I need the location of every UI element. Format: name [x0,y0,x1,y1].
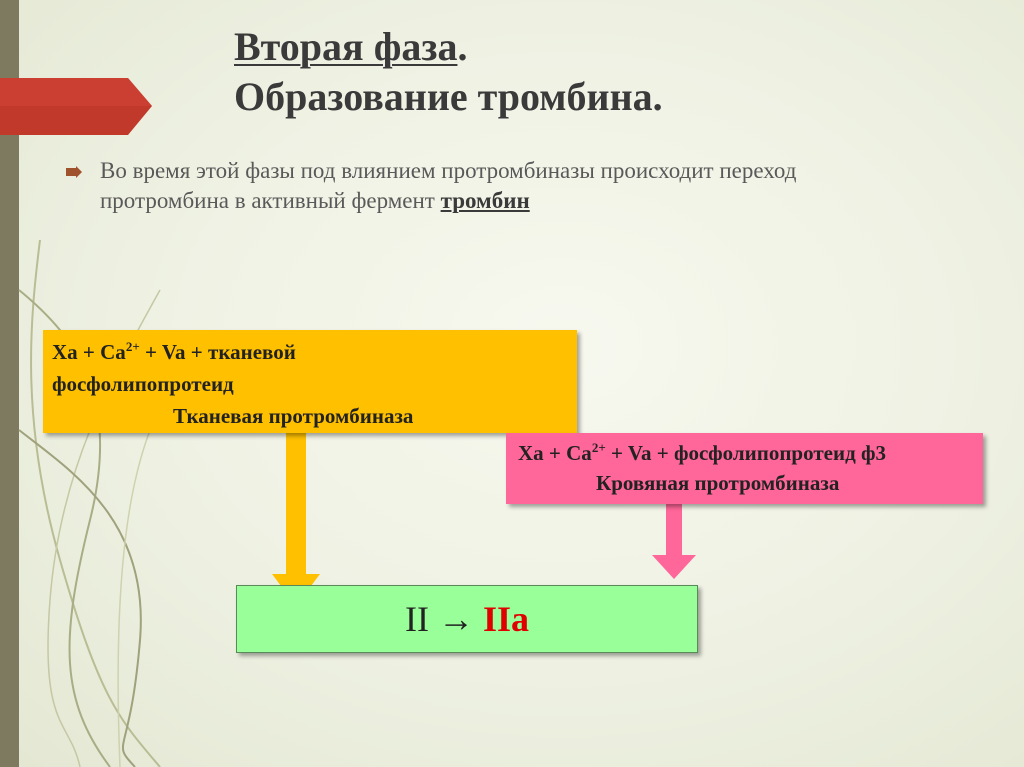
blood-prothrombinase-label: Кровяная протромбиназа [596,471,839,496]
blood-formula-prefix: Xa + Ca [518,441,592,465]
tissue-prothrombinase-label: Тканевая протромбиназа [173,404,413,429]
tissue-formula-prefix: Xa + Ca [52,340,126,364]
down-arrow-yellow [272,432,320,606]
title-line-2: Образование тромбина. [234,72,663,122]
tissue-formula-sup: 2+ [126,339,140,354]
title-ribbon-shape [0,78,160,135]
bullet-emphasis: тромбин [441,188,530,213]
tissue-formula-line2: фосфолипопротеид [52,372,234,397]
blood-formula-suffix: + Va + фосфолипопротеид ф3 [606,441,886,465]
tissue-prothrombinase-box: Xa + Ca2+ + Va + тканевой фосфолипопроте… [43,330,577,433]
thrombin-label: IIa [483,599,529,639]
tissue-formula: Xa + Ca2+ + Va + тканевой [52,340,296,365]
blood-prothrombinase-box: Xa + Ca2+ + Va + фосфолипопротеид ф3 Кро… [506,433,983,504]
prothrombin-label: II [405,599,429,639]
title-phase: Вторая фаза [234,24,457,69]
title-period: . [457,24,467,69]
blood-formula-sup: 2+ [592,440,606,455]
conversion-equation: II → IIa [237,598,697,640]
slide-title: Вторая фаза. Образование тромбина. [234,22,663,122]
arrow-bullet-icon [66,166,82,178]
down-arrow-pink [652,503,696,579]
title-line-1: Вторая фаза. [234,22,663,72]
blood-formula: Xa + Ca2+ + Va + фосфолипопротеид ф3 [518,441,886,466]
tissue-formula-suffix: + Va + тканевой [140,340,296,364]
thrombin-result-box: II → IIa [236,585,698,653]
conversion-arrow: → [438,599,474,639]
bullet-text: Во время этой фазы под влиянием протромб… [100,156,920,216]
